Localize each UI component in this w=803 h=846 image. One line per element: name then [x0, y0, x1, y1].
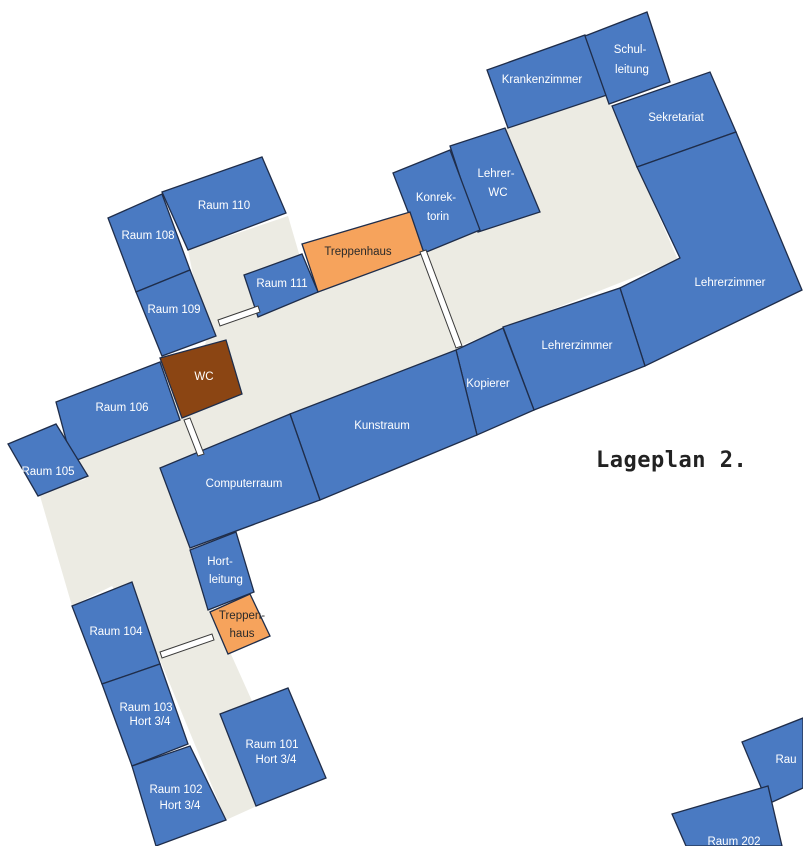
door-central	[419, 249, 463, 349]
room-109[interactable]	[135, 269, 217, 357]
label-treppenhaus-top: Treppenhaus	[324, 246, 392, 258]
label-treppenhaus-bottom-2: haus	[230, 628, 255, 640]
corridor-right-wing	[425, 90, 678, 345]
room-102[interactable]	[131, 745, 227, 846]
room-101[interactable]	[219, 687, 327, 807]
label-konrektorin-2: torin	[427, 211, 449, 223]
label-raum-partial-right: Rau	[775, 754, 796, 766]
central-block	[159, 349, 478, 655]
room-schulleitung[interactable]	[584, 11, 671, 105]
lower-right-partial	[671, 717, 803, 846]
left-upper-block	[7, 156, 319, 497]
label-lehrerzimmer-small: Lehrerzimmer	[542, 340, 613, 352]
room-hortleitung[interactable]	[189, 531, 255, 611]
doors	[159, 249, 463, 659]
label-sekretariat: Sekretariat	[648, 112, 704, 124]
room-labels: Krankenzimmer Schul- leitung Sekretariat…	[21, 44, 796, 846]
label-raum-202-partial: Raum 202	[707, 836, 760, 846]
label-raum-106: Raum 106	[95, 402, 148, 414]
room-computerraum[interactable]	[159, 413, 321, 549]
map-title: Lageplan 2.	[596, 448, 748, 473]
room-105[interactable]	[7, 423, 89, 497]
label-raum-104: Raum 104	[89, 626, 143, 638]
corridor-left-room110	[188, 216, 300, 330]
label-raum-102-1: Raum 102	[149, 784, 202, 796]
label-raum-109: Raum 109	[147, 304, 200, 316]
room-103[interactable]	[101, 663, 189, 767]
label-schulleitung-1: Schul-	[614, 44, 647, 56]
label-raum-103-1: Raum 103	[119, 702, 172, 714]
label-raum-101-2: Hort 3/4	[256, 754, 298, 766]
label-kopierer: Kopierer	[466, 378, 510, 390]
room-202-partial[interactable]	[671, 785, 783, 846]
label-wc: WC	[194, 371, 213, 383]
label-treppenhaus-bottom-1: Treppen-	[219, 610, 265, 622]
lower-left-block	[71, 581, 327, 846]
room-partial-right[interactable]	[741, 717, 803, 805]
door-room109	[217, 305, 261, 327]
label-hortleitung-2: leitung	[209, 574, 243, 586]
door-wc-passage	[183, 417, 205, 457]
room-wc[interactable]	[159, 339, 243, 419]
door-lower-left	[159, 633, 215, 659]
label-lehrer-wc-1: Lehrer-	[477, 168, 514, 180]
label-schulleitung-2: leitung	[615, 64, 649, 76]
room-treppenhaus-bottom[interactable]	[209, 593, 271, 655]
label-kunstraum: Kunstraum	[354, 420, 410, 432]
upper-right-wing	[301, 11, 803, 436]
room-111[interactable]	[243, 253, 319, 318]
label-computerraum: Computerraum	[206, 478, 283, 490]
label-raum-101-1: Raum 101	[245, 739, 298, 751]
label-hortleitung-1: Hort-	[207, 556, 233, 568]
room-110[interactable]	[161, 156, 287, 251]
label-raum-105: Raum 105	[21, 466, 74, 478]
label-krankenzimmer: Krankenzimmer	[502, 74, 583, 86]
label-lehrer-wc-2: WC	[488, 187, 507, 199]
label-lehrerzimmer-big: Lehrerzimmer	[695, 277, 766, 289]
label-konrektorin-1: Konrek-	[416, 192, 456, 204]
label-raum-111: Raum 111	[256, 278, 307, 290]
label-raum-108: Raum 108	[121, 230, 174, 242]
label-raum-102-2: Hort 3/4	[160, 800, 202, 812]
label-raum-103-2: Hort 3/4	[130, 716, 172, 728]
label-raum-110: Raum 110	[198, 200, 250, 212]
